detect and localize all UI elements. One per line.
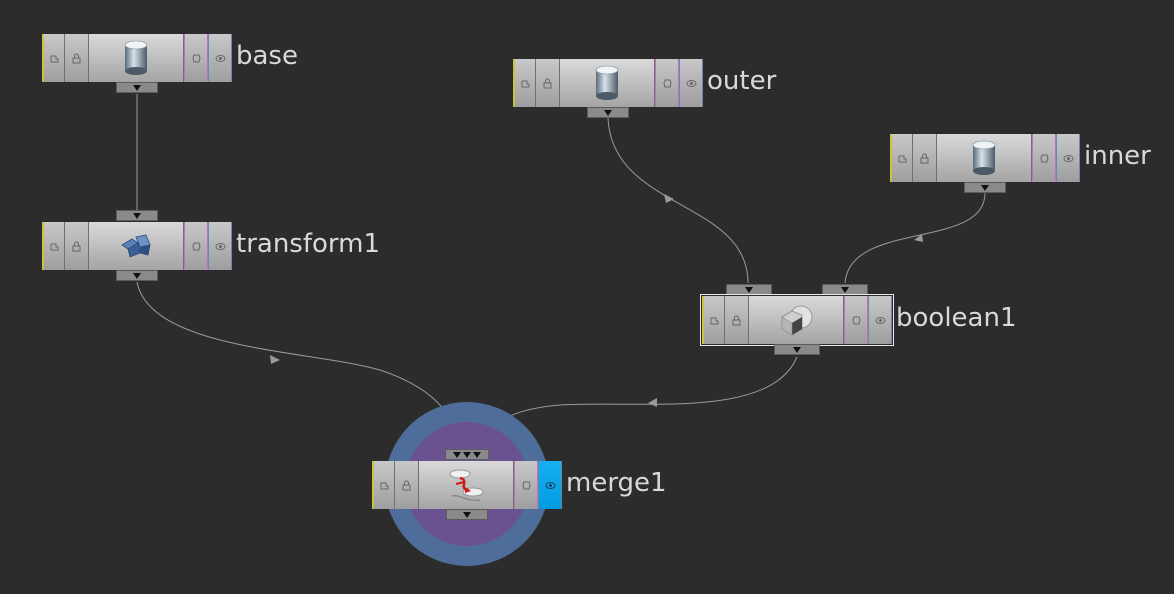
lock-flag[interactable]	[65, 34, 89, 82]
node-type-area[interactable]	[749, 296, 844, 344]
transform-icon	[121, 234, 151, 258]
wire-outer-to-boolean1[interactable]	[607, 117, 749, 284]
output-connector[interactable]	[116, 82, 158, 93]
template-flag-icon	[191, 54, 201, 62]
wire-arrow	[270, 355, 280, 364]
node-type-area[interactable]	[560, 59, 655, 107]
node-type-area[interactable]	[89, 222, 184, 270]
output-connector[interactable]	[587, 107, 629, 118]
lock-flag[interactable]	[65, 222, 89, 270]
lock-flag-icon	[402, 480, 411, 490]
bypass-flag-icon	[898, 155, 906, 162]
node-inner[interactable]: inner	[890, 134, 1151, 193]
bypass-flag[interactable]	[42, 222, 65, 270]
output-connector[interactable]	[446, 509, 488, 520]
lock-flag[interactable]	[536, 59, 560, 107]
input-connector-2[interactable]	[822, 284, 868, 295]
output-connector[interactable]	[964, 182, 1006, 193]
node-label[interactable]: transform1	[236, 229, 381, 259]
lock-flag[interactable]	[913, 134, 937, 182]
merge-icon	[449, 469, 484, 502]
display-flag-icon	[545, 481, 555, 489]
lock-flag[interactable]	[725, 296, 749, 344]
lock-flag-icon	[72, 241, 81, 251]
lock-flag-icon	[72, 53, 81, 63]
node-type-area[interactable]	[89, 34, 184, 82]
bypass-flag-icon	[50, 55, 58, 62]
template-flag-icon	[521, 481, 531, 489]
node-outer[interactable]: outer	[513, 59, 776, 118]
display-flag-icon	[686, 79, 696, 87]
node-label[interactable]: base	[236, 41, 298, 71]
lock-flag-icon	[920, 153, 929, 163]
display-flag[interactable]	[1056, 134, 1080, 182]
bypass-flag[interactable]	[42, 34, 65, 82]
output-connector[interactable]	[116, 270, 158, 281]
input-connector-multi[interactable]	[445, 449, 489, 460]
display-flag[interactable]	[208, 34, 232, 82]
template-flag[interactable]	[1032, 134, 1056, 182]
input-connector-1[interactable]	[726, 284, 772, 295]
bypass-flag-icon	[50, 243, 58, 250]
node-label[interactable]: merge1	[566, 468, 667, 498]
node-type-area[interactable]	[419, 461, 514, 509]
template-flag-icon	[1039, 154, 1049, 162]
template-flag-icon	[851, 316, 861, 324]
display-flag[interactable]	[868, 296, 892, 344]
wire-arrow	[914, 234, 923, 242]
node-base[interactable]: base	[42, 34, 298, 93]
cylinder-icon	[972, 140, 996, 175]
cylinder-icon	[124, 40, 148, 75]
node-merge1[interactable]: merge1	[372, 449, 667, 520]
lock-flag-icon	[732, 315, 741, 325]
wire-arrow	[648, 398, 657, 407]
node-label[interactable]: boolean1	[896, 303, 1017, 333]
template-flag[interactable]	[655, 59, 679, 107]
node-transform1[interactable]: transform1	[42, 210, 380, 281]
display-flag[interactable]	[679, 59, 703, 107]
bypass-flag[interactable]	[372, 461, 395, 509]
display-flag-icon	[215, 242, 225, 250]
lock-flag[interactable]	[395, 461, 419, 509]
display-flag-icon	[215, 54, 225, 62]
template-flag-icon	[662, 79, 672, 87]
input-connector[interactable]	[116, 210, 158, 221]
display-flag-icon	[1063, 154, 1073, 162]
display-flag[interactable]	[538, 461, 562, 509]
boolean-icon	[781, 305, 813, 336]
lock-flag-icon	[543, 78, 552, 88]
cylinder-icon	[595, 65, 619, 100]
bypass-flag[interactable]	[702, 296, 725, 344]
bypass-flag[interactable]	[890, 134, 913, 182]
node-label[interactable]: inner	[1084, 141, 1151, 171]
node-boolean1[interactable]: boolean1	[700, 284, 1017, 355]
display-flag[interactable]	[208, 222, 232, 270]
template-flag[interactable]	[514, 461, 538, 509]
template-flag[interactable]	[184, 222, 208, 270]
template-flag-icon	[191, 242, 201, 250]
bypass-flag-icon	[380, 482, 388, 489]
wire-arrow	[664, 194, 674, 203]
template-flag[interactable]	[184, 34, 208, 82]
template-flag[interactable]	[844, 296, 868, 344]
output-connector[interactable]	[774, 344, 820, 355]
bypass-flag[interactable]	[513, 59, 536, 107]
node-label[interactable]: outer	[707, 66, 777, 96]
display-flag-icon	[875, 316, 885, 324]
bypass-flag-icon	[521, 80, 529, 87]
bypass-flag-icon	[710, 317, 718, 324]
wire-inner-to-boolean1[interactable]	[844, 192, 986, 284]
node-type-area[interactable]	[937, 134, 1032, 182]
